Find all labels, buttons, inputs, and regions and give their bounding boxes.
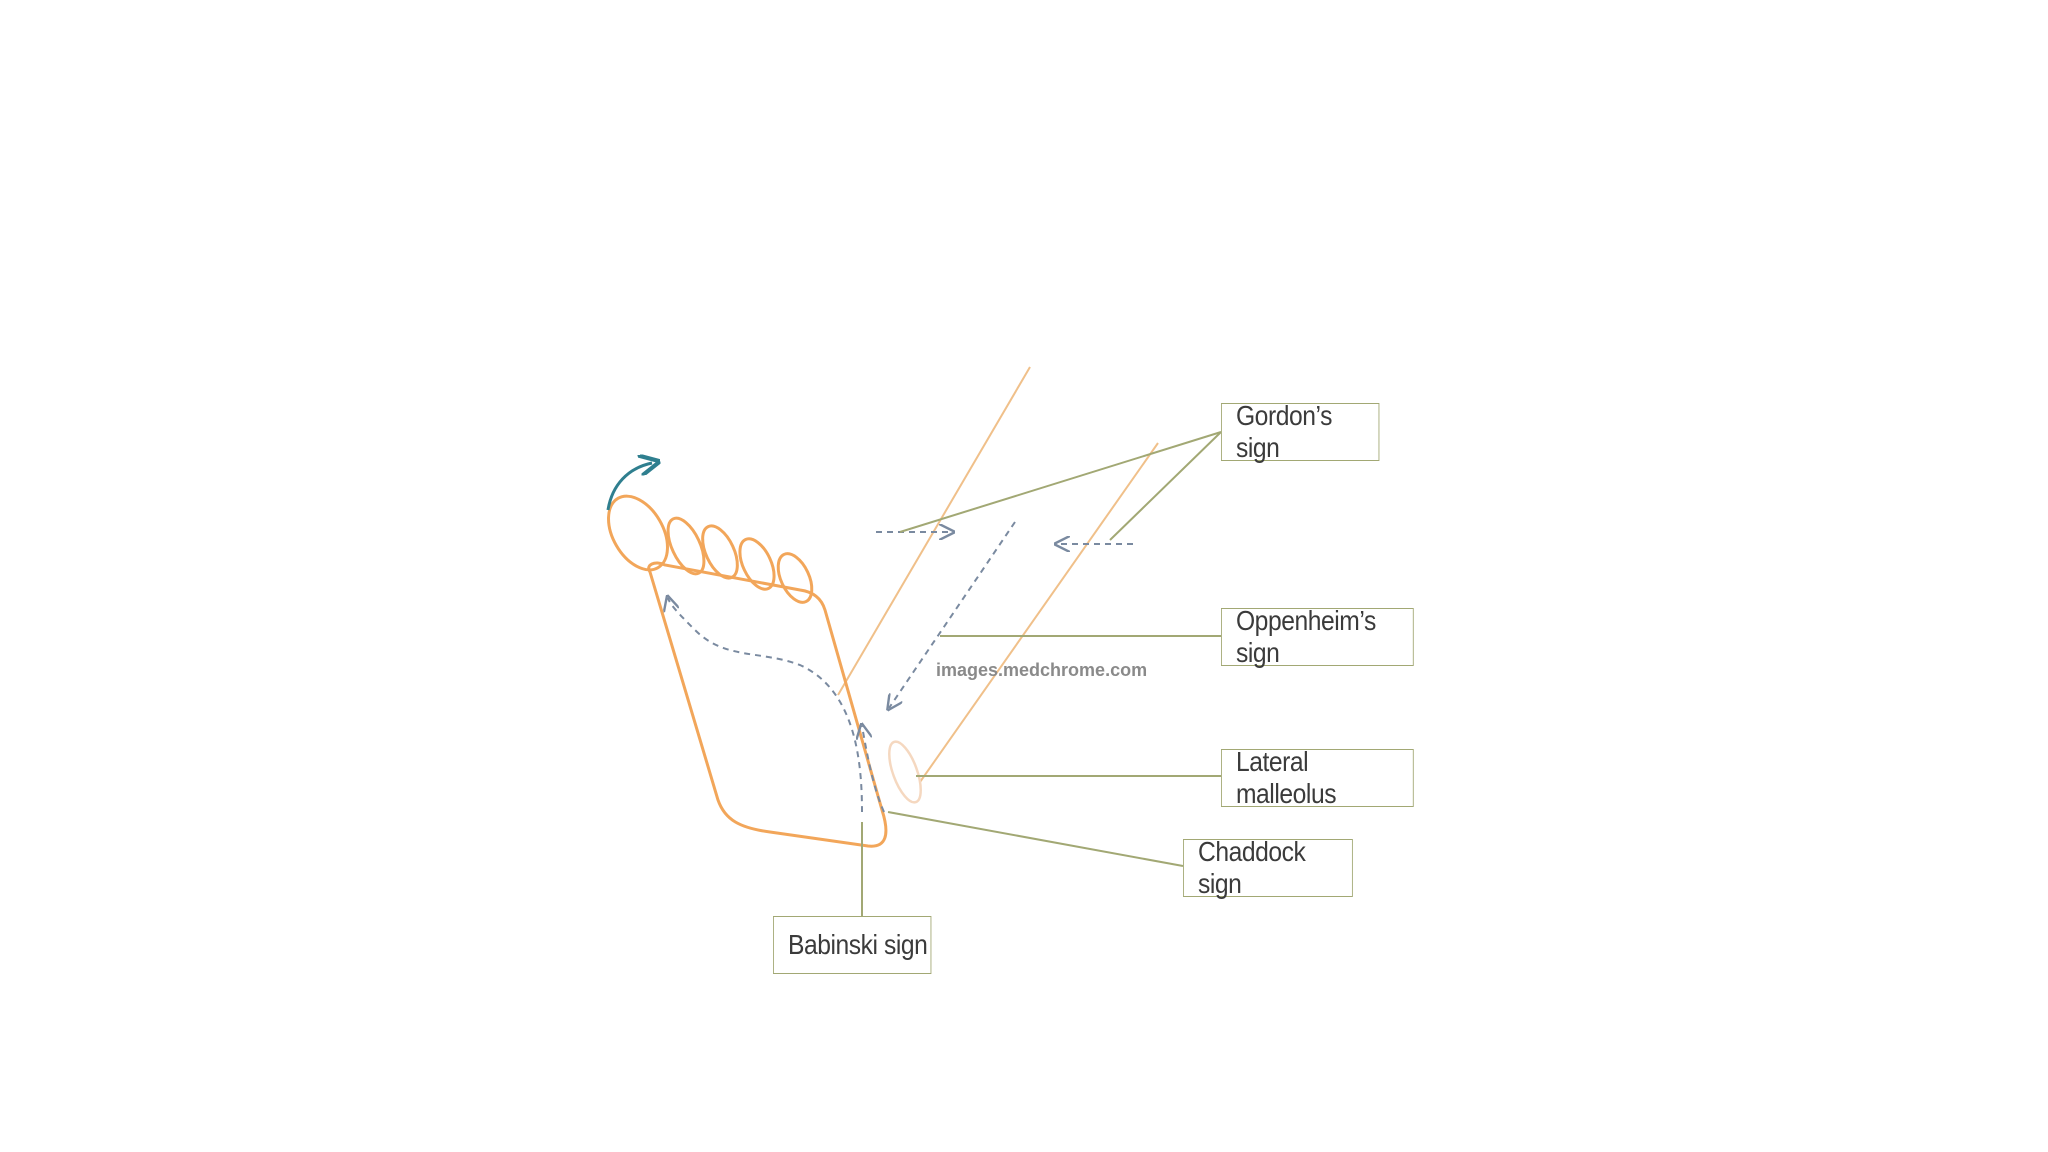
lateral-malleolus-shape — [888, 740, 922, 804]
oppenheim-stroke-path — [889, 521, 1016, 708]
toe-2 — [666, 516, 706, 576]
foot-sole-outline — [647, 561, 888, 848]
watermark-text: images.medchrome.com — [936, 660, 1148, 680]
babinski-sign-label: Babinski sign — [773, 916, 932, 974]
chaddock-leader — [887, 811, 1184, 867]
chaddock-sign-label: Chaddock sign — [1183, 836, 1353, 899]
babinski-stroke-path — [668, 598, 863, 813]
toe-4 — [738, 537, 776, 591]
toe-extension-arrow — [606, 463, 652, 511]
toe-5 — [776, 552, 814, 604]
oppenheim-sign-label: Oppenheim’s sign — [1221, 605, 1414, 668]
toe-3 — [701, 524, 739, 580]
chaddock-stroke-path — [862, 726, 885, 813]
leg-back-line — [919, 442, 1159, 783]
big-toe — [607, 494, 669, 572]
gordon-leader-1 — [899, 431, 1222, 533]
gordon-sign-label: Gordon’s sign — [1221, 400, 1380, 463]
lateral-malleolus-label: Lateral malleolus — [1221, 746, 1414, 809]
gordon-leader-2 — [1109, 431, 1222, 541]
